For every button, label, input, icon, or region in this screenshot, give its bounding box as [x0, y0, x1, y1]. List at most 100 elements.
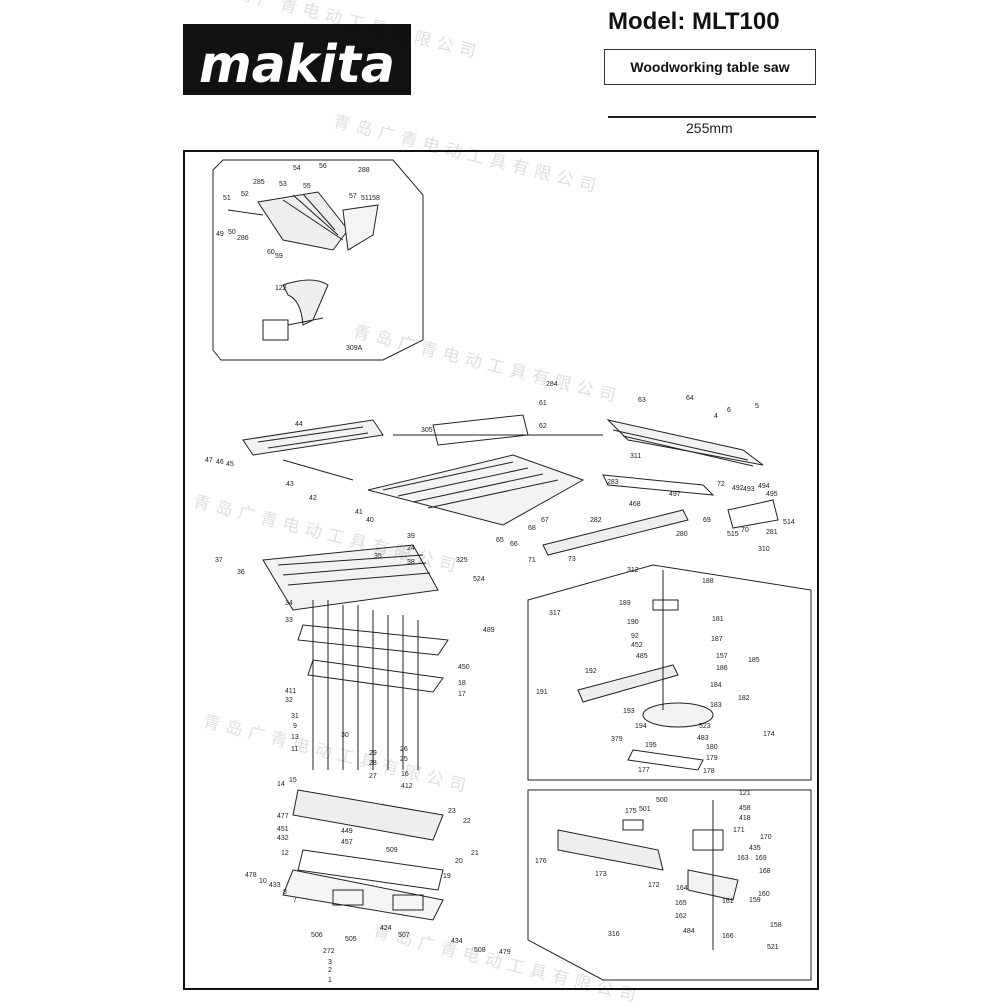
callout-178: 178 — [703, 768, 715, 775]
callout-35: 35 — [374, 553, 382, 560]
callout-15: 15 — [289, 777, 297, 784]
callout-168: 168 — [759, 868, 771, 875]
callout-194: 194 — [635, 723, 647, 730]
callout-309a: 309A — [346, 345, 363, 352]
callout-160: 160 — [758, 891, 770, 898]
callout-61: 61 — [539, 400, 547, 407]
callout-121: 121 — [739, 790, 751, 797]
fence-lock — [687, 800, 739, 950]
callout-10: 10 — [259, 878, 267, 885]
callout-44: 44 — [295, 421, 303, 428]
callout-524: 524 — [473, 576, 485, 583]
callout-6: 6 — [727, 407, 731, 414]
callout-31: 31 — [291, 713, 299, 720]
callout-11: 11 — [291, 746, 298, 753]
callout-190: 190 — [627, 619, 639, 626]
callout-34: 34 — [285, 600, 293, 607]
callout-166: 166 — [722, 933, 734, 940]
callout-184: 184 — [710, 682, 722, 689]
callout-478: 478 — [245, 872, 257, 879]
callout-411: 411 — [285, 688, 296, 695]
callout-170: 170 — [760, 834, 772, 841]
callout-45: 45 — [226, 461, 234, 468]
callout-477: 477 — [277, 813, 289, 820]
bolt-array — [312, 600, 419, 770]
callout-3: 3 — [328, 959, 332, 966]
callout-42: 42 — [309, 495, 317, 502]
callout-435: 435 — [749, 845, 761, 852]
callout-28: 28 — [369, 760, 377, 767]
callout-508: 508 — [474, 947, 486, 954]
rip-fence-panel — [527, 789, 812, 981]
callout-189: 189 — [619, 600, 631, 607]
callout-2: 2 — [328, 967, 332, 974]
callout-310: 310 — [758, 546, 770, 553]
callout-479: 479 — [499, 949, 511, 956]
callout-161: 161 — [722, 898, 734, 905]
callout-187: 187 — [711, 636, 723, 643]
callout-68: 68 — [528, 525, 536, 532]
diagram-frame — [183, 150, 819, 990]
callout-92: 92 — [631, 633, 639, 640]
callout-284: 284 — [546, 381, 558, 388]
callout-69: 69 — [703, 517, 711, 524]
callout-16: 16 — [401, 771, 409, 778]
callout-62: 62 — [539, 423, 547, 430]
callout-41: 41 — [355, 509, 363, 516]
callout-71: 71 — [528, 557, 536, 564]
callout-173: 173 — [595, 871, 607, 878]
callout-59: 59 — [275, 253, 283, 260]
callout-53: 53 — [279, 181, 287, 188]
svg-text:makita: makita — [199, 35, 395, 95]
miter-gauge — [577, 570, 714, 771]
callout-192: 192 — [585, 668, 597, 675]
callout-66: 66 — [510, 541, 518, 548]
miter-gauge-panel — [527, 564, 812, 781]
callout-17: 17 — [458, 691, 466, 698]
callout-492: 492 — [732, 485, 744, 492]
callout-33: 33 — [285, 617, 293, 624]
callout-157: 157 — [716, 653, 728, 660]
callout-521: 521 — [767, 944, 779, 951]
callout-183: 183 — [710, 702, 722, 709]
callout-47: 47 — [205, 457, 213, 464]
base-frame — [282, 789, 444, 921]
callout-485: 485 — [636, 653, 648, 660]
callout-514: 514 — [783, 519, 795, 526]
callout-55: 55 — [303, 183, 311, 190]
guard-inset-panel — [212, 159, 424, 361]
exploded-parts-diagram: 54 56 288 285 53 55 52 57 51 51158 49 50… — [205, 159, 812, 984]
callout-507: 507 — [398, 932, 410, 939]
callout-434: 434 — [451, 938, 463, 945]
rip-fence — [557, 819, 664, 871]
rip-fence-rail — [542, 499, 779, 556]
callout-450: 450 — [458, 664, 470, 671]
callout-8: 8 — [283, 889, 287, 896]
callout-9: 9 — [293, 723, 297, 730]
callout-316: 316 — [608, 931, 620, 938]
callout-163: 163 — [737, 855, 749, 862]
callout-56: 56 — [319, 163, 327, 170]
callout-52: 52 — [241, 191, 249, 198]
callout-494: 494 — [758, 483, 770, 490]
callout-73: 73 — [568, 556, 576, 563]
callout-451: 451 — [277, 826, 289, 833]
callout-27: 27 — [369, 773, 377, 780]
callout-159: 159 — [749, 897, 761, 904]
callout-515: 515 — [727, 531, 739, 538]
registered-mark: ® — [395, 43, 404, 55]
callout-193: 193 — [623, 708, 635, 715]
callout-186: 186 — [716, 665, 728, 672]
makita-wordmark: makita — [199, 35, 395, 95]
model-title: Model: MLT100 — [608, 8, 780, 35]
extension-rail-right — [602, 419, 764, 496]
callout-43: 43 — [286, 481, 294, 488]
callout-305: 305 — [421, 427, 433, 434]
callout-288: 288 — [358, 167, 370, 174]
callout-57: 57 — [349, 193, 357, 200]
callout-317: 317 — [549, 610, 561, 617]
callout-19: 19 — [443, 873, 451, 880]
callout-412: 412 — [401, 783, 413, 790]
callout-500: 500 — [656, 797, 668, 804]
callout-449: 449 — [341, 828, 353, 835]
